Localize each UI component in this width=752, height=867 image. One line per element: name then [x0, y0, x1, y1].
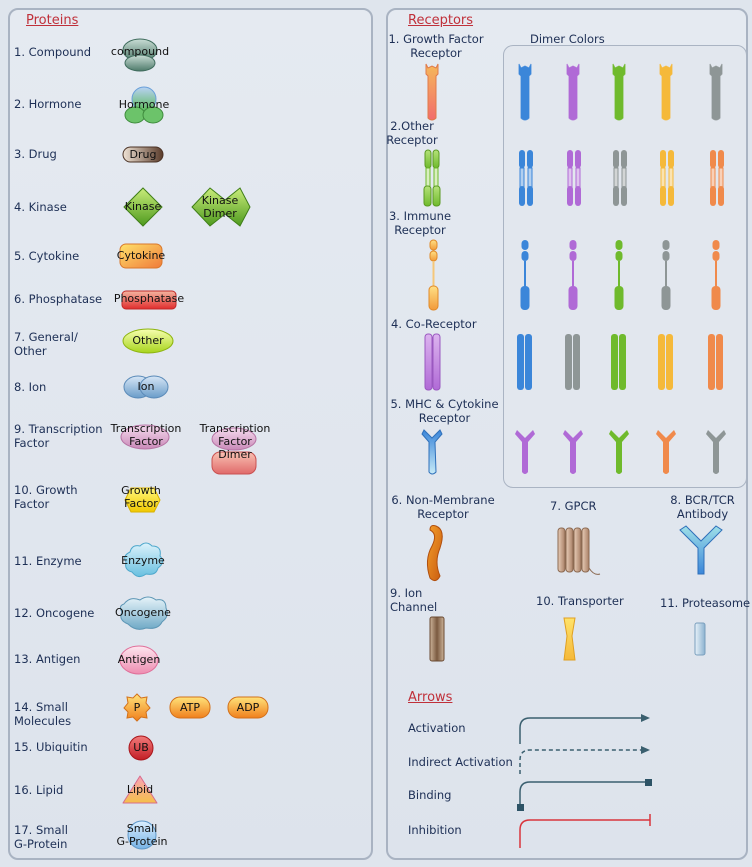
- arrow-label-inhibition: Inhibition: [408, 823, 462, 837]
- protein-label-drug: 3. Drug: [14, 147, 57, 161]
- growth-factor-shape: [124, 487, 161, 513]
- lipid-shape: [122, 775, 158, 804]
- glyph-hormone-text: Hormone: [118, 98, 170, 111]
- phosphatase-shape: [121, 290, 177, 310]
- arrow-label-binding: Binding: [408, 788, 452, 802]
- glyph-kinase-dimer-text: Kinase Dimer: [201, 194, 239, 220]
- ion-shape: [123, 375, 169, 399]
- phosphate-shape: [123, 693, 151, 722]
- protein-label-small-molecules: 14. Small Molecules: [14, 700, 72, 728]
- protein-label-oncogene: 12. Oncogene: [14, 606, 95, 620]
- glyph-phosphate-text: P: [133, 701, 141, 714]
- receptor-label-ion-channel: 9. Ion Channel: [390, 586, 438, 614]
- protein-label-hormone: 2. Hormone: [14, 97, 82, 111]
- receptor-label-other: 2.Other Receptor: [386, 119, 438, 147]
- kinase-shape: [123, 187, 163, 227]
- receptor-label-growth-factor: 1. Growth Factor Receptor: [388, 32, 484, 60]
- antigen-shape: [119, 645, 159, 675]
- protein-glyphs-layer: [119, 38, 269, 850]
- oncogene-shape: [119, 596, 168, 630]
- other-shape: [122, 328, 174, 354]
- arrow-label-indirect-activation: Indirect Activation: [408, 755, 513, 769]
- hormone-shape: [124, 86, 164, 124]
- glyph-kinase-text: Kinase: [124, 200, 162, 213]
- dimer-colors-box: [503, 45, 747, 488]
- protein-label-ion: 8. Ion: [14, 380, 47, 394]
- glyph-ion-text: Ion: [137, 380, 155, 393]
- small-g-protein-shape: [127, 820, 157, 850]
- glyph-cytokine-text: Cytokine: [116, 249, 166, 262]
- compound-shape: [122, 38, 158, 72]
- protein-label-enzyme: 11. Enzyme: [14, 554, 82, 568]
- receptor-label-mhc-cytokine: 5. MHC & Cytokine Receptor: [390, 397, 499, 425]
- protein-label-phosphatase: 6. Phosphatase: [14, 292, 103, 306]
- glyph-small-g-protein-text: Small G-Protein: [116, 822, 168, 848]
- dimer-colors-label: Dimer Colors: [530, 32, 605, 46]
- glyph-atp-text: ATP: [179, 701, 201, 714]
- glyph-other-text: Other: [132, 334, 164, 347]
- protein-label-growth-factor: 10. Growth Factor: [14, 483, 78, 511]
- glyph-oncogene-text: Oncogene: [115, 606, 171, 619]
- kinase-dimer-shape: [191, 187, 251, 227]
- receptor-label-non-membrane: 6. Non-Membrane Receptor: [391, 493, 495, 521]
- receptors-title: Receptors: [408, 13, 474, 28]
- glyph-antigen-text: Antigen: [117, 653, 161, 666]
- protein-label-compound: 1. Compound: [14, 45, 92, 59]
- receptor-label-proteasome: 11. Proteasome: [660, 596, 751, 610]
- protein-label-kinase: 4. Kinase: [14, 200, 67, 214]
- proteins-title: Proteins: [26, 13, 79, 28]
- protein-label-other: 7. General/ Other: [14, 330, 78, 358]
- glyph-transcription-factor-dimer-text: Transcription Factor Dimer: [199, 422, 271, 461]
- arrow-label-activation: Activation: [408, 721, 466, 735]
- transcription-factor-shape: [120, 424, 170, 450]
- glyph-ubiquitin-text: UB: [133, 741, 149, 754]
- glyph-adp-text: ADP: [236, 701, 260, 714]
- adp-shape: [227, 696, 269, 719]
- glyph-drug-text: Drug: [129, 148, 157, 161]
- protein-label-cytokine: 5. Cytokine: [14, 249, 80, 263]
- glyph-lipid-text: Lipid: [126, 783, 154, 796]
- transcription-factor-dimer-shape: [211, 427, 257, 475]
- protein-label-lipid: 16. Lipid: [14, 783, 64, 797]
- glyph-growth-factor-text: Growth Factor: [121, 484, 161, 510]
- glyph-compound-text: compound: [110, 45, 170, 58]
- receptor-label-bcr-tcr: 8. BCR/TCR Antibody: [670, 493, 735, 521]
- receptor-label-immune: 3. Immune Receptor: [388, 209, 452, 237]
- protein-label-antigen: 13. Antigen: [14, 652, 81, 666]
- ubiquitin-shape: [128, 735, 154, 761]
- glyph-transcription-factor-text: Transcription Factor: [110, 422, 182, 448]
- receptor-label-gpcr: 7. GPCR: [550, 499, 597, 513]
- cytokine-shape: [119, 243, 163, 269]
- atp-shape: [169, 696, 211, 719]
- glyph-enzyme-text: Enzyme: [121, 554, 165, 567]
- protein-label-transcription-factor: 9. Transcription Factor: [14, 422, 103, 450]
- protein-label-ubiquitin: 15. Ubiquitin: [14, 740, 88, 754]
- protein-label-small-g-protein: 17. Small G-Protein: [14, 823, 68, 851]
- glyph-phosphatase-text: Phosphatase: [113, 292, 185, 305]
- receptor-label-co-receptor: 4. Co-Receptor: [391, 317, 477, 331]
- arrows-title: Arrows: [408, 690, 453, 705]
- drug-shape: [122, 146, 164, 163]
- receptor-label-transporter: 10. Transporter: [536, 594, 624, 608]
- enzyme-shape: [124, 542, 164, 578]
